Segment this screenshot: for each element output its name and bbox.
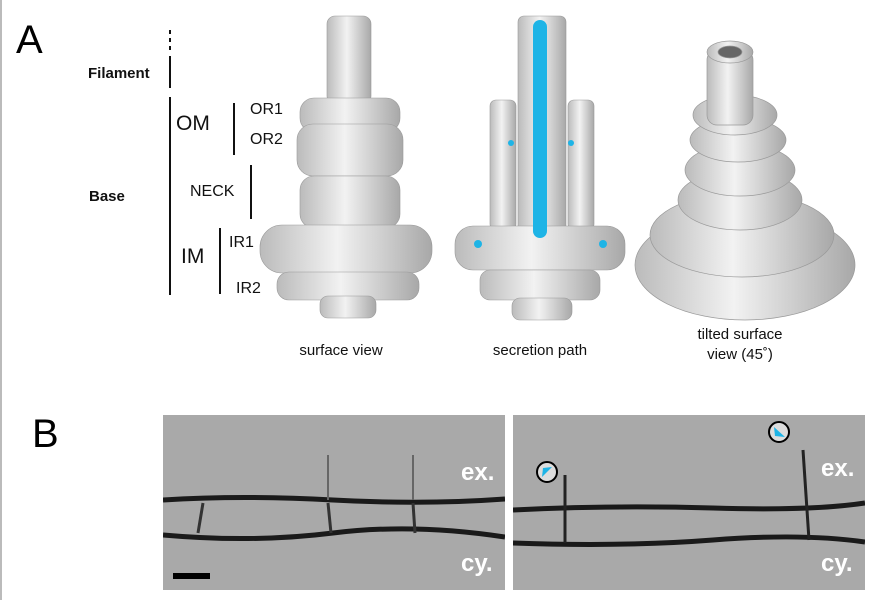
- dash: [169, 46, 171, 50]
- tomogram-left: ex. cy.: [163, 415, 505, 590]
- secretion-channel: [533, 20, 547, 238]
- surface-view-model: [259, 15, 433, 319]
- caption-surface-view: surface view: [299, 342, 383, 359]
- or1-label: OR1: [250, 101, 283, 118]
- figure-border: [0, 0, 2, 600]
- tomogram-right: ex. cy.: [513, 415, 865, 590]
- arrowhead-marker: [768, 421, 790, 443]
- im-bracket: [219, 228, 221, 294]
- or2-label: OR2: [250, 131, 283, 148]
- neck-bracket: [250, 165, 252, 219]
- cy-label: cy.: [821, 550, 853, 577]
- secretion-path-model: [454, 15, 626, 321]
- caption-tilted-line1: tilted surface: [697, 326, 783, 343]
- base-bracket: [169, 97, 171, 295]
- dash: [169, 30, 171, 34]
- dash: [169, 38, 171, 42]
- scale-bar: [173, 573, 210, 579]
- ir1-label: IR1: [229, 234, 254, 251]
- arrowhead-marker: [536, 461, 558, 483]
- ex-label: ex.: [821, 455, 855, 482]
- om-label: OM: [176, 112, 210, 135]
- caption-secretion-path: secretion path: [492, 342, 588, 359]
- base-label: Base: [89, 188, 125, 205]
- om-bracket: [233, 103, 235, 155]
- filament-bracket: [169, 56, 171, 88]
- neck-label: NECK: [190, 183, 235, 200]
- caption-tilted-line2: view (45˚): [707, 346, 773, 363]
- panel-b-letter: B: [32, 412, 59, 456]
- im-label: IM: [181, 245, 205, 268]
- cy-label: cy.: [461, 550, 493, 577]
- tilted-surface-model: [634, 40, 856, 321]
- structure-renderings: [259, 15, 856, 321]
- ex-label: ex.: [461, 459, 495, 486]
- filament-label: Filament: [88, 65, 150, 82]
- panel-a-letter: A: [16, 18, 43, 62]
- ir2-label: IR2: [236, 280, 261, 297]
